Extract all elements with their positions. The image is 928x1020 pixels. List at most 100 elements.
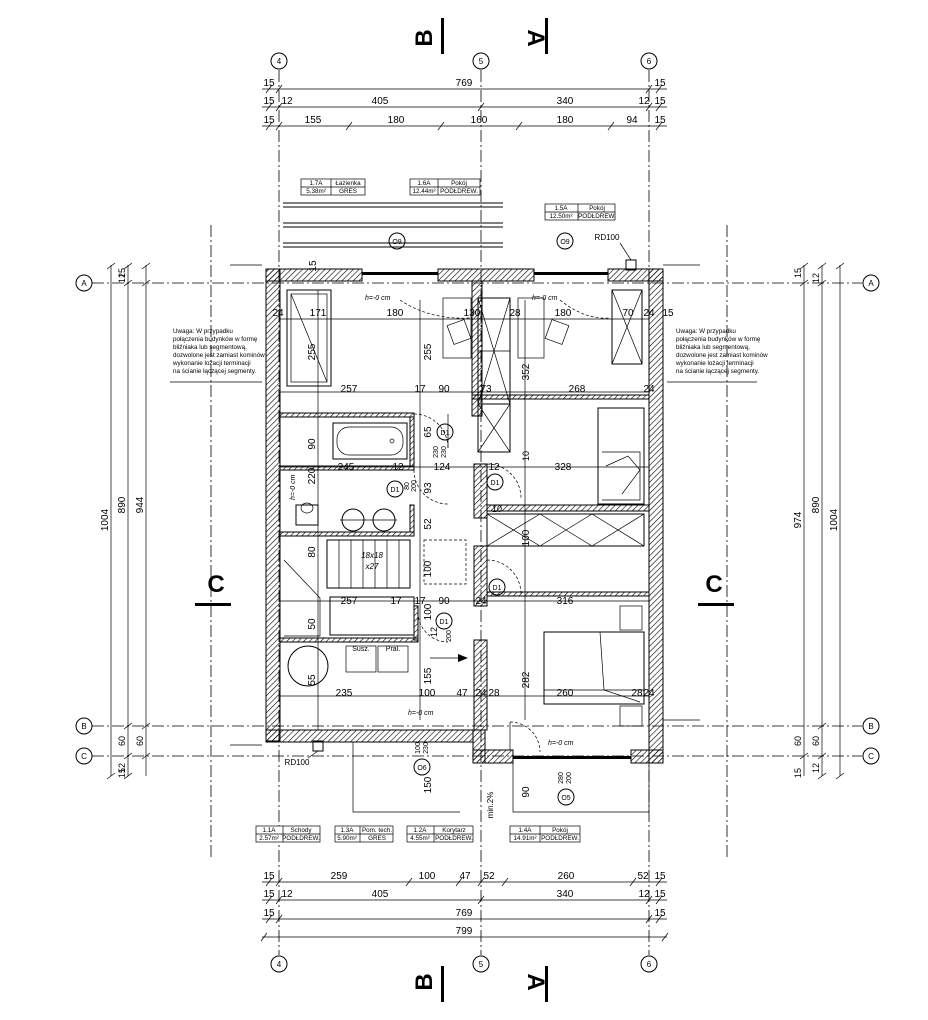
svg-text:C: C xyxy=(81,752,87,761)
svg-text:100: 100 xyxy=(423,603,434,620)
svg-text:155: 155 xyxy=(423,667,434,684)
svg-text:10: 10 xyxy=(521,451,531,461)
svg-text:150: 150 xyxy=(423,776,434,793)
section-a-top-label: A xyxy=(522,29,549,46)
section-a-bottom: A xyxy=(522,966,549,1002)
top-dimensions: 15 769 15 15 12 405 340 12 15 15 155 180… xyxy=(262,78,667,131)
svg-text:24: 24 xyxy=(272,308,284,319)
svg-text:200: 200 xyxy=(446,630,453,642)
svg-text:12.44m²: 12.44m² xyxy=(412,188,435,195)
svg-text:15: 15 xyxy=(662,308,674,319)
svg-text:405: 405 xyxy=(372,96,389,107)
room-tag-room-14: 1.4A Pokój 14.91m² PODŁDREW. xyxy=(509,825,581,843)
svg-text:RD100: RD100 xyxy=(285,758,310,767)
svg-text:12: 12 xyxy=(638,889,650,900)
furniture: Susz. Pral. 18x18 x27 xyxy=(230,202,700,813)
axis-bubble-4-top: 4 xyxy=(270,52,288,70)
svg-text:255: 255 xyxy=(423,343,434,360)
svg-text:Pokój: Pokój xyxy=(589,205,605,212)
left-dimensions: 1004 890 944 12 15 12 15 60 60 xyxy=(100,262,151,780)
svg-text:12: 12 xyxy=(281,889,293,900)
svg-text:1.1A: 1.1A xyxy=(263,827,277,834)
svg-text:340: 340 xyxy=(557,889,574,900)
svg-text:180: 180 xyxy=(387,308,404,319)
svg-text:257: 257 xyxy=(341,384,358,395)
svg-text:80: 80 xyxy=(307,546,318,558)
svg-text:15: 15 xyxy=(263,889,275,900)
svg-text:28: 28 xyxy=(509,308,521,319)
svg-text:47: 47 xyxy=(459,871,471,882)
axis-bubble-c-left: C xyxy=(75,747,93,765)
level-label-3: h=-0 cm xyxy=(408,710,434,717)
svg-text:12: 12 xyxy=(811,763,821,773)
section-a-bottom-label: A xyxy=(522,973,549,990)
section-b-top-label: B xyxy=(411,29,438,46)
svg-text:769: 769 xyxy=(456,908,473,919)
svg-text:93: 93 xyxy=(423,482,434,494)
svg-text:O9: O9 xyxy=(560,239,569,246)
svg-text:200: 200 xyxy=(566,772,573,784)
axis-bubble-5-bottom: 5 xyxy=(472,955,490,973)
svg-text:15: 15 xyxy=(654,908,666,919)
axis-bubble-5-top: 5 xyxy=(472,52,490,70)
svg-text:15: 15 xyxy=(117,768,127,778)
axis-bubble-b-left: B xyxy=(75,717,93,735)
axis-bubble-6-top: 6 xyxy=(640,52,658,70)
svg-text:D1: D1 xyxy=(493,585,502,592)
note-right: Uwaga: W przypadku połączenia budynków w… xyxy=(667,328,768,383)
svg-text:70: 70 xyxy=(622,308,634,319)
svg-text:944: 944 xyxy=(135,496,146,513)
svg-text:O6: O6 xyxy=(417,765,426,772)
room-tag-room-15: 1.5A Pokój 12.50m² PODŁDREW. xyxy=(544,203,616,221)
svg-text:14.91m²: 14.91m² xyxy=(513,835,536,842)
svg-text:60: 60 xyxy=(135,736,145,746)
svg-text:15: 15 xyxy=(654,115,666,126)
svg-text:28: 28 xyxy=(488,688,500,699)
washer-label: Pral. xyxy=(386,646,400,653)
svg-text:1.5A: 1.5A xyxy=(555,205,569,212)
svg-text:na ścianie łączącej segmenty.: na ścianie łączącej segmenty. xyxy=(676,368,759,375)
svg-text:180: 180 xyxy=(557,115,574,126)
svg-text:Uwaga: W przypadku: Uwaga: W przypadku xyxy=(676,328,736,335)
svg-text:12: 12 xyxy=(488,462,500,473)
o9-marker-2: O9 xyxy=(556,232,574,250)
svg-text:24: 24 xyxy=(643,384,655,395)
svg-text:4: 4 xyxy=(277,57,282,66)
svg-text:94: 94 xyxy=(626,115,638,126)
svg-text:90: 90 xyxy=(438,596,450,607)
svg-text:769: 769 xyxy=(456,78,473,89)
svg-text:12: 12 xyxy=(117,273,127,283)
svg-text:405: 405 xyxy=(372,889,389,900)
svg-text:890: 890 xyxy=(811,496,822,513)
svg-text:316: 316 xyxy=(557,596,574,607)
svg-text:47: 47 xyxy=(456,688,468,699)
svg-text:328: 328 xyxy=(555,462,572,473)
d1-marker-3: D1 xyxy=(486,473,504,491)
svg-text:O5: O5 xyxy=(561,795,570,802)
svg-text:B: B xyxy=(81,722,86,731)
svg-text:230: 230 xyxy=(433,446,440,458)
svg-text:73: 73 xyxy=(480,384,492,395)
svg-text:124: 124 xyxy=(434,462,451,473)
svg-text:799: 799 xyxy=(456,926,473,937)
axis-bubble-c-right: C xyxy=(862,747,880,765)
svg-text:D1: D1 xyxy=(441,430,450,437)
svg-text:974: 974 xyxy=(793,511,804,528)
interior-walls xyxy=(279,280,650,731)
svg-text:90: 90 xyxy=(521,786,532,798)
slope-label: min.2% xyxy=(486,792,495,819)
svg-text:O9: O9 xyxy=(392,239,401,246)
svg-text:80: 80 xyxy=(404,482,411,490)
svg-text:260: 260 xyxy=(558,871,575,882)
rd100-bottom: RD100 xyxy=(285,740,324,767)
svg-text:Uwaga: W przypadku: Uwaga: W przypadku xyxy=(173,328,233,335)
level-label-4: h=-0 cm xyxy=(548,740,574,747)
svg-text:wykonanie lożacji terminacji: wykonanie lożacji terminacji xyxy=(172,360,251,367)
section-c-left-label: C xyxy=(207,571,224,598)
svg-text:12: 12 xyxy=(117,763,127,773)
o5-marker: O5 xyxy=(557,788,575,806)
o6-marker: O6 xyxy=(413,758,431,776)
level-label-5: h=-0 cm xyxy=(290,474,297,500)
svg-text:260: 260 xyxy=(557,688,574,699)
